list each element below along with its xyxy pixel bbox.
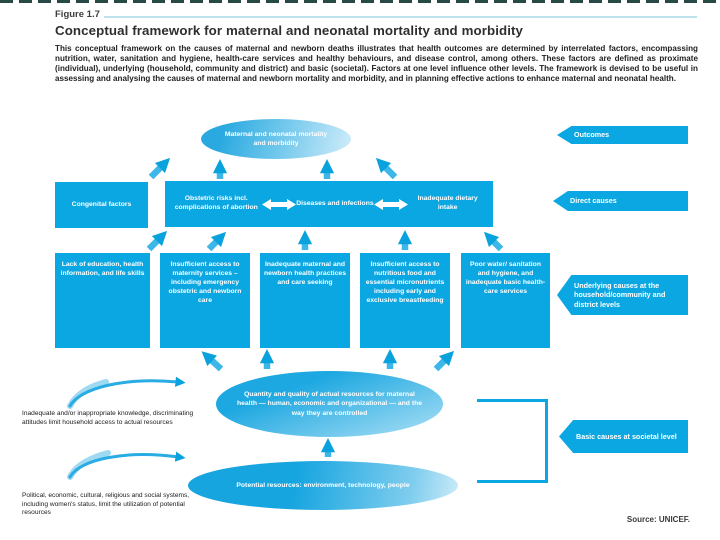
underlying-box-water-sanitation: Poor water/ sanitation and hygiene, and …	[461, 253, 550, 348]
potential-resources-oval: Potential resources: environment, techno…	[188, 461, 458, 510]
level-label-direct-causes: Direct causes	[553, 191, 688, 211]
direct-causes-bar: Obstetric risks incl. complications of a…	[165, 181, 493, 227]
level-label-basic-causes: Basic causes at societal level	[559, 420, 688, 453]
arrow-water-to-direct	[483, 231, 504, 252]
annotation-knowledge: Inadequate and/or inappropriate knowledg…	[22, 410, 194, 426]
congenital-factors-box: Congenital factors	[55, 182, 148, 228]
double-arrow-icon	[261, 198, 296, 211]
level-label-underlying-causes: Underlying causes at the household/commu…	[557, 275, 688, 315]
obstetric-risks-label: Obstetric risks incl. complications of a…	[174, 195, 258, 211]
underlying-box-education: Lack of education, health information, a…	[55, 253, 150, 348]
outcome-oval: Maternal and neonatal mortality and morb…	[201, 119, 351, 159]
underlying-box-health-practices: Inadequate maternal and newborn health p…	[260, 253, 350, 348]
arrow-education-to-direct	[146, 230, 168, 252]
figure-description: This conceptual framework on the causes …	[55, 44, 698, 83]
figure-label: Figure 1.7	[55, 9, 100, 20]
dietary-intake-label: Inadequate dietary intake	[417, 195, 478, 211]
level-label-outcomes: Outcomes	[557, 126, 688, 144]
arrow-dietary-to-outcome	[375, 157, 398, 180]
figure-title: Conceptual framework for maternal and ne…	[55, 23, 524, 38]
header-rule	[104, 16, 697, 18]
actual-resources-oval: Quantity and quality of actual resources…	[216, 371, 443, 437]
arrow-resources-to-box5	[433, 350, 455, 372]
basic-causes-bracket	[477, 399, 548, 483]
annotation-political: Political, economic, cultural, religious…	[22, 492, 190, 517]
underlying-box-maternity-services: Insufficient access to maternity service…	[160, 253, 250, 348]
curved-arrow-knowledge-tail	[67, 379, 109, 409]
arrow-maternity-to-direct	[206, 231, 227, 252]
diseases-infections-label: Diseases and infections	[296, 199, 374, 207]
curved-arrow-political-tail	[67, 450, 111, 480]
top-dashed-border	[0, 0, 720, 3]
source-credit: Source: UNICEF.	[626, 515, 690, 524]
underlying-box-nutrition: Insufficient access to nutritious food a…	[360, 253, 450, 348]
arrow-congenital-to-outcome	[148, 157, 171, 180]
curved-arrow-political	[68, 451, 186, 479]
curved-arrow-knowledge	[68, 376, 186, 408]
arrow-resources-to-box2	[201, 351, 224, 372]
double-arrow-icon	[374, 198, 409, 211]
